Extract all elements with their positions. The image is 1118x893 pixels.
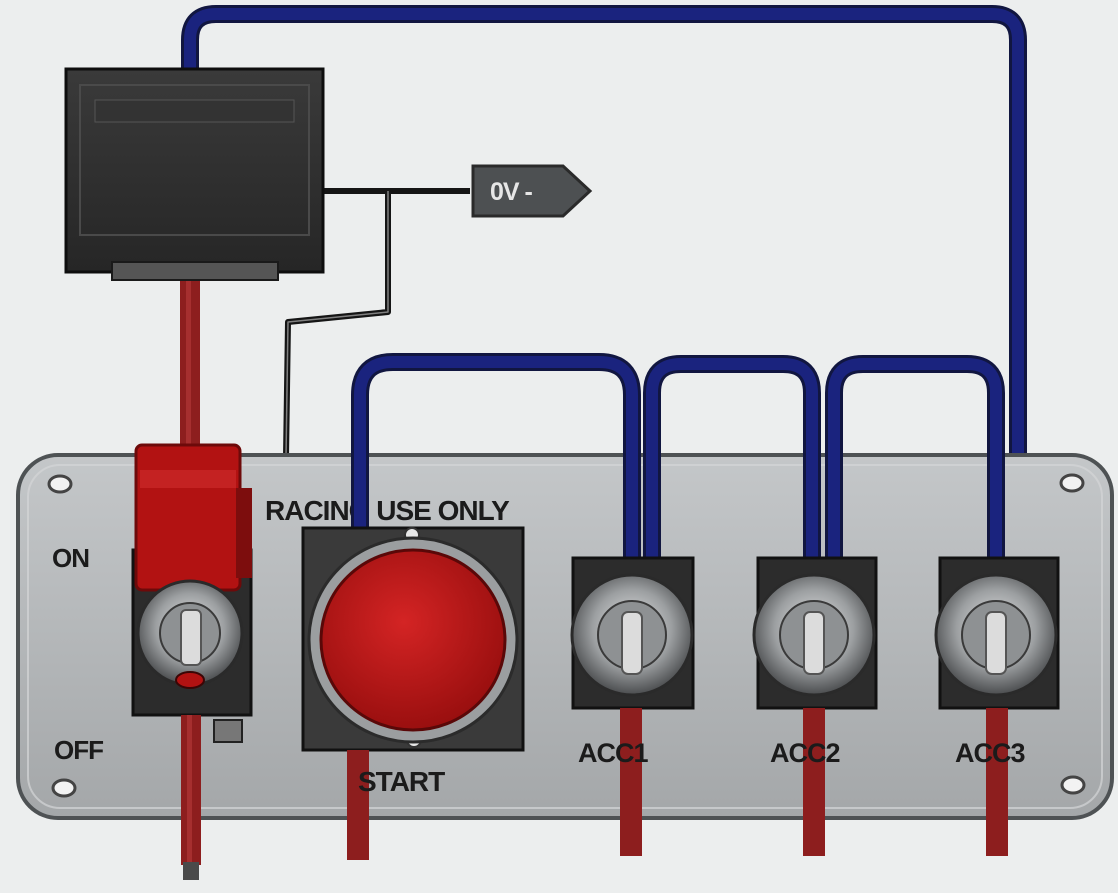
on-label: ON — [52, 543, 89, 573]
mounting-hole — [51, 778, 77, 798]
relay-box — [64, 67, 325, 281]
master-switch-cover[interactable] — [134, 443, 242, 592]
ground-terminal-tag: 0V - — [471, 164, 593, 218]
master-switch[interactable] — [131, 443, 253, 743]
panel-warning-text: RACING USE ONLY — [265, 495, 510, 526]
acc3-toggle[interactable] — [985, 611, 1007, 675]
mounting-hole — [1060, 775, 1086, 795]
ground-tag-label: 0V - — [490, 178, 533, 206]
mounting-hole — [1059, 473, 1085, 493]
acc1-toggle[interactable] — [621, 611, 643, 675]
red-wire-start — [347, 750, 369, 860]
acc1-label: ACC1 — [578, 738, 648, 768]
acc1-switch[interactable] — [570, 556, 695, 710]
start-label: START — [358, 766, 445, 797]
acc3-label: ACC3 — [955, 738, 1025, 768]
start-button[interactable] — [319, 548, 507, 732]
mounting-hole — [47, 474, 73, 494]
red-wire-acc1 — [620, 708, 642, 856]
master-switch-toggle[interactable] — [180, 609, 202, 666]
acc3-switch[interactable] — [934, 556, 1060, 710]
acc2-toggle[interactable] — [803, 611, 825, 675]
red-wire-acc2 — [803, 708, 825, 856]
acc2-switch[interactable] — [752, 556, 878, 710]
acc2-label: ACC2 — [770, 738, 840, 768]
red-wire-acc3 — [986, 708, 1008, 856]
off-label: OFF — [54, 735, 103, 765]
